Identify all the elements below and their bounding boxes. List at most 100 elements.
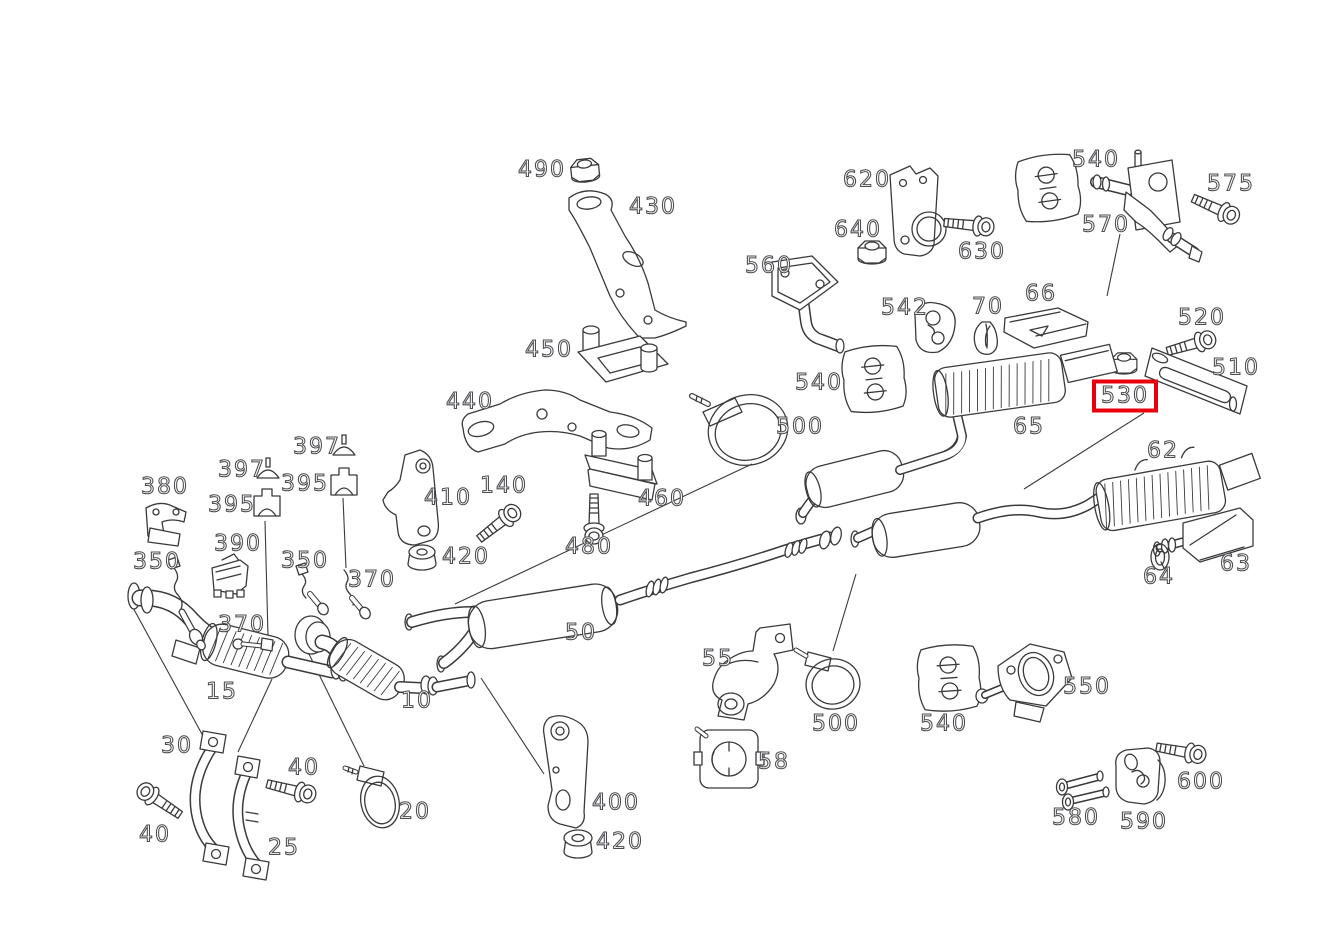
flange-550 <box>975 643 1073 723</box>
cat-pipe-10 <box>294 615 476 701</box>
bolt-630 <box>942 211 996 239</box>
part-label: 15 <box>205 679 238 705</box>
part-label: 395 <box>207 492 256 518</box>
mount-590 <box>1115 747 1166 805</box>
part-label: 350 <box>280 548 329 574</box>
center-pipe-50 <box>404 526 842 673</box>
part-label: 65 <box>1012 414 1045 440</box>
bracket-55 <box>712 623 794 721</box>
grommet-420b <box>563 829 593 859</box>
bolt-40-left <box>132 778 187 824</box>
heat-shield-66 <box>1003 307 1089 349</box>
part-label: 580 <box>1051 805 1100 831</box>
bracket-380 <box>145 502 187 547</box>
bracket-560 <box>771 255 845 354</box>
part-label: 58 <box>757 749 790 775</box>
part-label: 450 <box>524 337 573 363</box>
part-label: 390 <box>213 531 262 557</box>
part-label: 70 <box>971 294 1004 320</box>
muffler-65 <box>932 343 1118 418</box>
muffler-62 <box>1093 446 1261 532</box>
clamp-500-top <box>689 393 789 466</box>
part-label: 20 <box>398 799 431 825</box>
part-label: 397 <box>292 434 341 460</box>
part-label: 55 <box>701 646 734 672</box>
part-label: 420 <box>441 544 490 570</box>
part-label: 430 <box>628 194 677 220</box>
hanger-540-bottom <box>915 642 983 714</box>
part-label: 640 <box>833 217 882 243</box>
bracket-620 <box>889 165 947 257</box>
clamp-half-25 <box>232 755 270 881</box>
mount-58 <box>693 726 765 789</box>
part-label: 500 <box>775 414 824 440</box>
part-label: 440 <box>445 389 494 415</box>
part-label: 480 <box>564 534 613 560</box>
part-label: 40 <box>138 822 171 848</box>
bracket-430 <box>568 190 687 339</box>
clamp-500-bottom <box>793 647 861 710</box>
part-label: 66 <box>1024 281 1057 307</box>
sensor-370a <box>343 569 371 620</box>
mount-542 <box>914 301 956 354</box>
part-label: 62 <box>1146 438 1179 464</box>
part-label: 560 <box>744 253 793 279</box>
part-label: 64 <box>1142 564 1175 590</box>
part-label: 63 <box>1219 551 1252 577</box>
part-label: 540 <box>1071 147 1120 173</box>
resonator-right <box>850 490 1108 558</box>
part-label: 395 <box>280 471 329 497</box>
sensor-350a <box>167 556 206 651</box>
hanger-540-mid <box>839 342 909 416</box>
plug-395b <box>330 467 358 496</box>
bracket-410 <box>382 449 440 546</box>
part-label: 400 <box>591 790 640 816</box>
part-label-highlighted: 530 <box>1092 379 1158 413</box>
part-label: 490 <box>517 157 566 183</box>
bolt-140 <box>472 499 526 548</box>
part-label: 397 <box>217 457 266 483</box>
bolt-600 <box>1154 736 1209 767</box>
part-label: 570 <box>1081 212 1130 238</box>
washer-420a <box>407 544 437 571</box>
pins-580 <box>1055 770 1110 811</box>
part-label: 500 <box>811 711 860 737</box>
plate-450 <box>577 325 669 383</box>
stud-plate-460 <box>584 429 658 501</box>
part-label: 380 <box>140 474 189 500</box>
plug-397b <box>332 434 356 456</box>
part-label: 510 <box>1211 355 1260 381</box>
plug-395a <box>253 488 281 517</box>
module-390 <box>211 553 249 599</box>
part-label: 50 <box>564 620 597 646</box>
bracket-570 <box>1090 149 1203 263</box>
sensor-370b <box>232 637 274 652</box>
part-label: 575 <box>1206 171 1255 197</box>
part-label: 540 <box>794 370 843 396</box>
part-label: 30 <box>160 733 193 759</box>
band-clamp-20 <box>342 765 401 829</box>
part-label: 542 <box>880 295 929 321</box>
part-label: 520 <box>1177 305 1226 331</box>
nut-490 <box>569 156 601 185</box>
part-label: 540 <box>919 711 968 737</box>
part-label: 140 <box>479 473 528 499</box>
plate-510 <box>1144 347 1248 415</box>
bracket-400 <box>542 715 589 829</box>
part-label: 600 <box>1176 769 1225 795</box>
cat-pipe-15 <box>127 582 394 689</box>
clamp-half-30 <box>189 730 230 866</box>
nut-640 <box>857 240 887 265</box>
part-label: 630 <box>957 239 1006 265</box>
sensor-350b <box>295 562 329 616</box>
part-label: 25 <box>267 835 300 861</box>
part-label: 370 <box>217 612 266 638</box>
plug-397a <box>256 457 280 479</box>
part-label: 590 <box>1119 809 1168 835</box>
part-label: 620 <box>842 167 891 193</box>
part-label: 40 <box>287 755 320 781</box>
clip-70 <box>973 321 998 355</box>
part-label: 420 <box>595 829 644 855</box>
